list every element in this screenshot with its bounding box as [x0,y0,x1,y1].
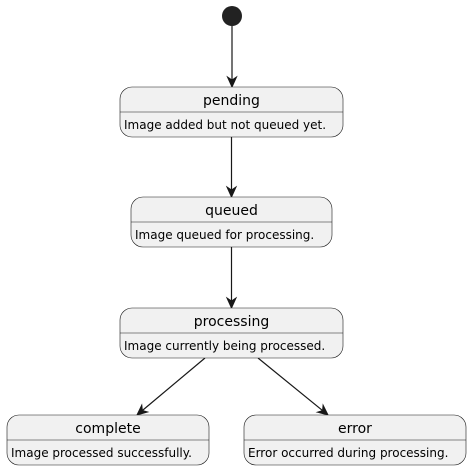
state-title: error [338,421,372,437]
transition-pending-to-queued [225,137,238,199]
state-description: Image queued for processing. [135,228,314,242]
arrowhead-icon [225,185,238,199]
arrowhead-icon [136,403,150,416]
initial-state-node [222,6,242,26]
state-description: Error occurred during processing. [248,446,448,460]
state-title: queued [205,203,258,219]
state-description: Image processed successfully. [11,446,192,460]
transition-processing-to-error [257,357,329,416]
state-description: Image currently being processed. [124,339,325,353]
transition-line [257,357,323,412]
arrowhead-icon [226,75,238,89]
transition-start-to-pending [226,26,238,89]
transition-queued-to-processing [225,247,238,310]
arrowhead-icon [225,296,238,310]
transition-processing-to-complete [136,357,206,416]
state-title: pending [203,93,260,109]
transition-line [141,357,206,411]
transitions-layer [136,26,329,416]
state-title: processing [194,314,269,330]
state-title: complete [75,421,140,437]
state-description: Image added but not queued yet. [124,118,326,132]
arrowhead-icon [315,403,329,416]
